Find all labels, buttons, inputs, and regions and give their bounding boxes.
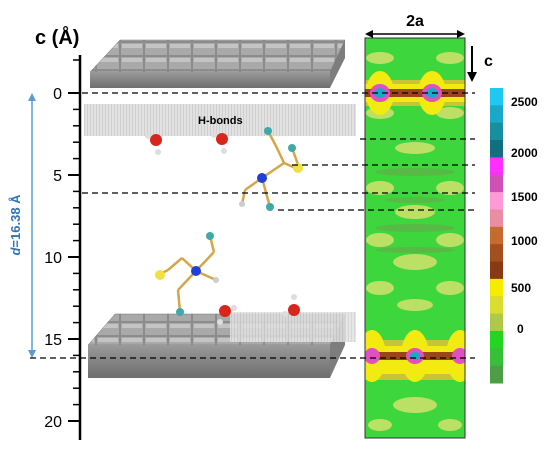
colorbar-swatch <box>490 140 503 158</box>
fluorine-atom <box>176 308 184 316</box>
colorbar-label: 1000 <box>511 234 538 248</box>
atoms <box>145 127 303 325</box>
spacing-label: d=16.38 Å <box>8 194 23 256</box>
hydrogen-atom <box>217 319 223 325</box>
colorbar-swatch <box>490 330 503 349</box>
oxygen-atom <box>150 134 162 146</box>
hbonds-label: H-bonds <box>198 115 243 127</box>
tick-label-0: 0 <box>53 86 62 103</box>
tick-label-15: 15 <box>44 332 62 349</box>
interlayer-spacing: d=16.38 Å <box>8 93 36 358</box>
nitrogen-atom <box>191 266 201 276</box>
tick-label-5: 5 <box>53 168 62 185</box>
colorbar-swatch <box>490 244 503 263</box>
width-label: 2a <box>406 13 424 30</box>
colorbar-labels: 2500 2000 1500 1000 500 0 <box>511 95 538 336</box>
hydrogen-atom <box>211 132 217 138</box>
colorbar-swatch <box>490 261 503 280</box>
bottom-slab-side <box>88 345 330 378</box>
colorbar-swatch <box>490 174 503 193</box>
map-border <box>364 37 466 439</box>
oxygen-atom <box>216 133 228 145</box>
c-label: c <box>484 53 493 70</box>
hydrogen-atom <box>239 201 245 207</box>
colorbar-swatch <box>490 226 503 245</box>
map-contours <box>365 52 465 431</box>
colorbar-swatch <box>490 122 503 141</box>
colorbar-swatch <box>490 209 503 228</box>
spacing-arrow-head-bottom <box>28 350 36 358</box>
colorbar-label: 2000 <box>511 146 538 160</box>
high-density-band-bottom <box>365 330 465 382</box>
tick-label-20: 20 <box>44 414 62 431</box>
axis-minor-ticks <box>73 59 80 406</box>
hydrogen-atom <box>213 277 219 283</box>
axis-title: c (Å) <box>35 25 79 49</box>
colorbar-swatch <box>490 88 503 106</box>
colorbar-swatch <box>490 313 503 332</box>
hydrogen-atom <box>282 311 288 317</box>
colorbar-label: 2500 <box>511 95 538 109</box>
colorbar-swatch <box>490 348 503 367</box>
colorbar-swatch <box>490 278 503 297</box>
molecule-lower <box>159 235 217 313</box>
hbond-region-bottom <box>230 312 356 342</box>
hydrogen-atom <box>145 133 151 139</box>
c-axis: 0 5 10 15 20 c (Å) <box>35 25 82 440</box>
sulfur-atom <box>155 270 165 280</box>
hydrogen-atom <box>231 305 237 311</box>
oxygen-atom <box>288 304 300 316</box>
top-slab-end <box>330 40 345 88</box>
nitrogen-atom <box>257 173 267 183</box>
colorbar <box>490 88 503 384</box>
fluorine-atom <box>264 127 272 135</box>
hydrogen-atom <box>291 294 297 300</box>
top-clay-layer <box>89 39 346 88</box>
colorbar-label: 0 <box>517 322 524 336</box>
fluorine-atom <box>266 203 274 211</box>
hydrogen-atom <box>221 148 227 154</box>
fluorine-atom <box>206 232 214 240</box>
colorbar-swatch <box>490 365 503 384</box>
colorbar-label: 500 <box>511 281 531 295</box>
cell-width-indicator: 2a <box>365 13 465 38</box>
reference-lines <box>30 92 475 359</box>
oxygen-atom <box>219 305 231 317</box>
spacing-arrow-head-top <box>28 93 36 101</box>
colorbar-label: 1500 <box>511 190 538 204</box>
top-slab-side <box>90 72 330 88</box>
colorbar-swatch <box>490 157 503 176</box>
colorbar-swatch <box>490 192 503 210</box>
density-map <box>364 37 466 439</box>
top-slab-top-face <box>89 39 346 73</box>
molecule-upper <box>240 130 302 208</box>
hbond-region-top <box>84 104 356 136</box>
fluorine-atom <box>288 144 296 152</box>
tick-label-10: 10 <box>44 250 62 267</box>
hydrogen-atom <box>155 149 161 155</box>
colorbar-swatch <box>490 296 503 315</box>
colorbar-swatch <box>490 105 503 124</box>
c-direction-indicator: c <box>467 46 493 82</box>
